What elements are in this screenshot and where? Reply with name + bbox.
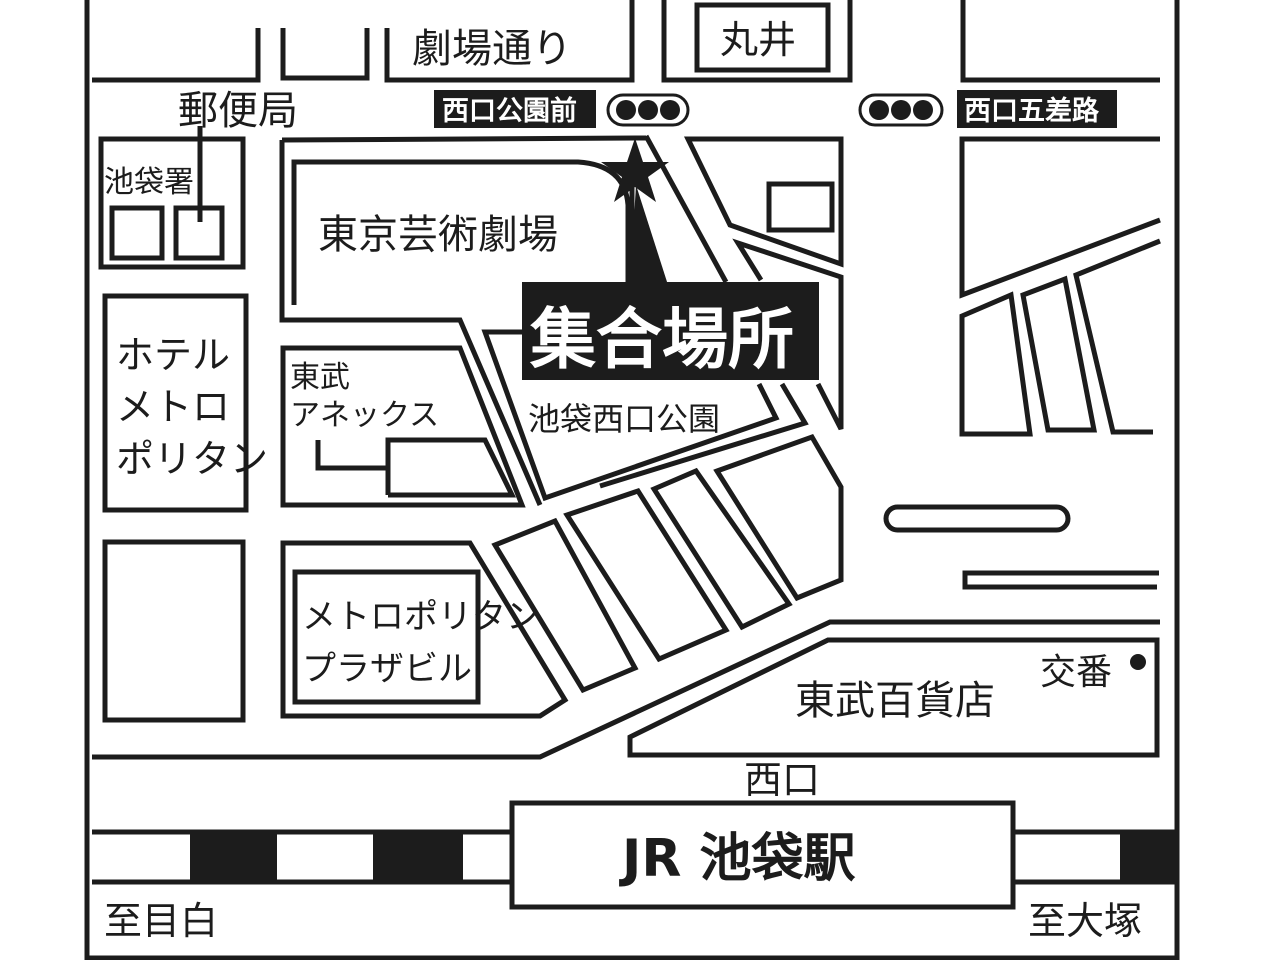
- intersection-badge: [957, 90, 1117, 128]
- tobu-annex-label-line1: 東武: [290, 360, 350, 395]
- hotel-metropolitan-block: [102, 293, 249, 513]
- park-label: 池袋西口公園: [528, 400, 720, 438]
- meeting-point-marker: [601, 138, 669, 285]
- hotel-label-line1: ホテル: [116, 333, 230, 377]
- tobu-annex-block: [280, 345, 526, 508]
- police-box-label: 交番: [1040, 652, 1112, 693]
- meeting-point-badge: [522, 282, 819, 380]
- jr-ikebukuro-station: [509, 800, 1016, 910]
- police-station-block: [98, 136, 246, 270]
- hotel-label-line3: ポリタン: [116, 437, 268, 481]
- marui-building: [694, 2, 831, 73]
- star-icon: [601, 138, 669, 202]
- traffic-signal-icon: [858, 93, 944, 127]
- railway-line: [92, 829, 1177, 885]
- police-station-label: 池袋署: [104, 165, 194, 200]
- tobu-dept-store-block: [627, 637, 1160, 758]
- metropolitan-plaza-building: [292, 569, 481, 705]
- plaza-label-line2: プラザビル: [302, 649, 472, 689]
- marui-label: 丸井: [720, 18, 796, 62]
- tobu-dept-label: 東武百貨店: [795, 678, 995, 724]
- hotel-label-line2: メトロ: [116, 385, 230, 429]
- police-box-dot-icon: [1130, 654, 1146, 670]
- post-office-label: 郵便局: [178, 88, 298, 134]
- intersection-nishiguchi-koen-mae: 西口公園前: [442, 95, 577, 127]
- top-blocks: [92, 0, 1160, 83]
- meeting-point-label: 集合場所: [529, 301, 794, 378]
- west-exit-label: 西口: [744, 758, 820, 802]
- direction-otsuka: 至大塚: [1028, 899, 1142, 943]
- tobu-annex-label-line2: アネックス: [290, 398, 439, 433]
- direction-mejiro: 至目白: [104, 899, 218, 943]
- traffic-signal-icon: [606, 93, 690, 127]
- intersection-badge: [434, 90, 596, 128]
- park-outline: [481, 329, 780, 502]
- tokyo-art-theater-building: [291, 159, 631, 305]
- tokyo-art-theater-label: 東京芸術劇場: [318, 212, 558, 258]
- theater-street-label: 劇場通り: [412, 26, 572, 72]
- station-label: JR 池袋駅: [619, 829, 856, 889]
- intersection-nishiguchi-gosaro: 西口五差路: [964, 95, 1100, 127]
- plaza-label-line1: メトロポリタン: [302, 597, 540, 637]
- map-frame: [84, 0, 1180, 960]
